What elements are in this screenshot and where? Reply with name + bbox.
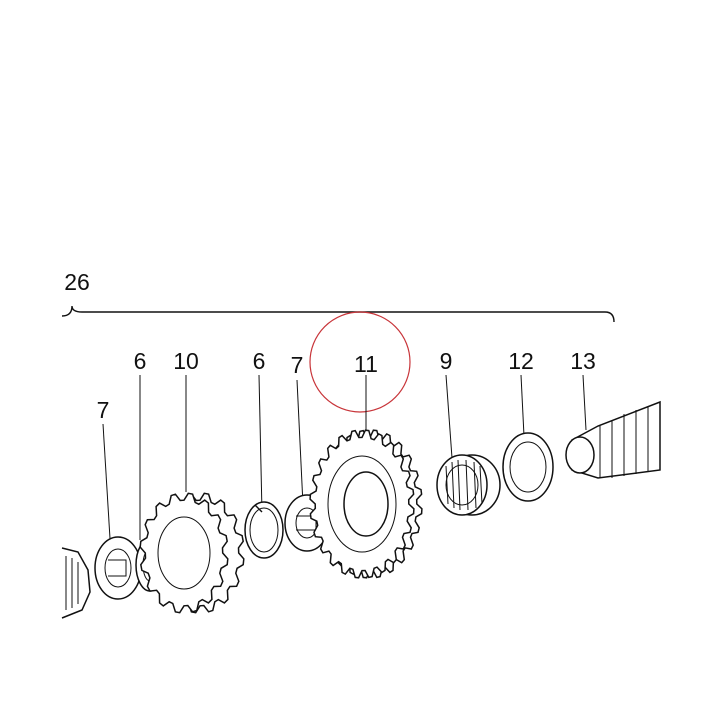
leader-7-right: [296, 379, 304, 506]
assembly-bracket: [61, 305, 615, 323]
leader-7-left: [102, 423, 112, 556]
thrust-washer-left: [94, 536, 142, 600]
needle-bearing: [436, 454, 501, 516]
shim-washer: [502, 432, 554, 502]
assembly-label: 26: [64, 269, 90, 295]
snap-ring-right: [244, 501, 284, 559]
spur-gear-small: [139, 492, 245, 614]
leader-6-right: [258, 374, 263, 514]
callout-12: 12: [508, 348, 534, 374]
callout-10: 10: [173, 348, 199, 374]
callout-11: 11: [354, 351, 378, 377]
callout-6-left: 6: [134, 348, 147, 374]
callout-13: 13: [570, 348, 596, 374]
leader-13: [582, 374, 587, 431]
leader-9: [445, 374, 453, 459]
partial-gear-left: [61, 547, 91, 619]
callout-6-right: 6: [253, 348, 266, 374]
spur-gear-large: [309, 429, 423, 579]
callout-7-left: 7: [97, 397, 110, 423]
callout-7-right: 7: [291, 352, 304, 378]
leader-12: [520, 374, 525, 437]
splined-shaft: [565, 400, 661, 479]
highlight-circle: [309, 311, 411, 413]
callout-9: 9: [440, 348, 453, 374]
